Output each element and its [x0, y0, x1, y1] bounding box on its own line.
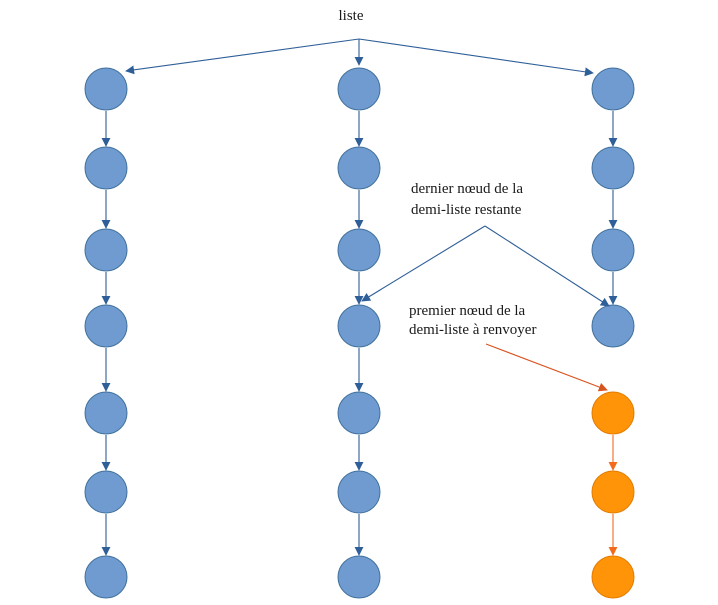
list-columns: [84, 67, 635, 599]
annotation-returned: premier nœud de la demi-liste à renvoyer: [409, 303, 608, 392]
list-node-highlighted: [591, 391, 635, 435]
annotation-remaining-edge-left: [361, 225, 486, 302]
root-edge-left: [125, 38, 360, 75]
list-node: [591, 228, 635, 272]
list-node: [591, 67, 635, 111]
list-node: [337, 146, 381, 190]
list-node: [337, 391, 381, 435]
list-1: [84, 67, 128, 599]
list-node-highlighted: [591, 470, 635, 514]
list-node: [591, 146, 635, 190]
list-node: [591, 304, 635, 348]
list-node: [84, 146, 128, 190]
root-edges: [125, 38, 594, 77]
list-node: [84, 304, 128, 348]
list-node: [337, 470, 381, 514]
list-node: [84, 391, 128, 435]
list-node: [337, 555, 381, 599]
list-3: [591, 67, 635, 599]
annotation-returned-line-1: premier nœud de la: [409, 303, 526, 319]
annotation-remaining-line-1: dernier nœud de la: [411, 181, 523, 197]
list-node: [337, 304, 381, 348]
list-node: [337, 228, 381, 272]
annotation-remaining: dernier nœud de la demi-liste restante: [361, 181, 610, 307]
list-node: [84, 228, 128, 272]
list-title: liste: [339, 8, 364, 24]
list-2: [337, 67, 381, 599]
list-node: [84, 555, 128, 599]
root-edge-right: [358, 38, 594, 77]
list-node: [84, 67, 128, 111]
list-node-highlighted: [591, 555, 635, 599]
annotation-remaining-line-2: demi-liste restante: [411, 202, 522, 218]
annotation-remaining-edge-right: [484, 225, 610, 307]
list-node: [337, 67, 381, 111]
annotation-returned-line-2: demi-liste à renvoyer: [409, 322, 536, 338]
list-node: [84, 470, 128, 514]
annotation-returned-edge: [485, 343, 608, 392]
